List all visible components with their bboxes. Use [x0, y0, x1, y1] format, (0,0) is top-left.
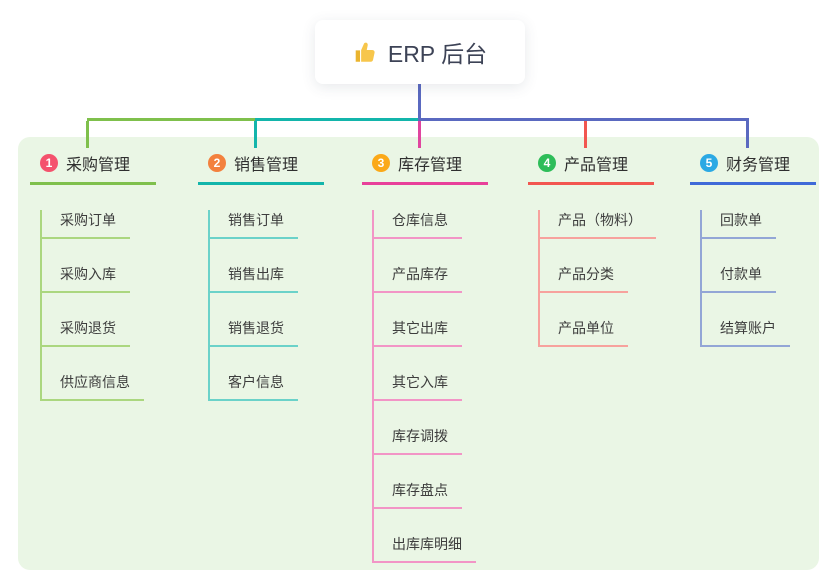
node-stock-transfer[interactable]: 库存调拨	[374, 426, 462, 455]
node-warehouse-info[interactable]: 仓库信息	[374, 210, 462, 239]
badge-4: 4	[538, 154, 556, 172]
branch-title-purchase[interactable]: 1 采购管理	[30, 147, 156, 185]
badge-1: 1	[40, 154, 58, 172]
branch-children-purchase: 采购订单 采购入库 采购退货 供应商信息	[40, 210, 180, 401]
connector-bus-right	[418, 118, 749, 121]
branch-title-finance[interactable]: 5 财务管理	[690, 147, 816, 185]
node-other-inbound[interactable]: 其它入库	[374, 372, 462, 401]
node-product-category[interactable]: 产品分类	[540, 264, 628, 293]
node-purchase-return[interactable]: 采购退货	[42, 318, 130, 347]
node-supplier-info[interactable]: 供应商信息	[42, 372, 144, 401]
connector-drop-sales	[254, 121, 257, 148]
node-purchase-inbound[interactable]: 采购入库	[42, 264, 130, 293]
branches-panel	[18, 137, 819, 570]
branch-finance: 5 财务管理 回款单 付款单 结算账户	[690, 147, 839, 347]
root-title: ERP 后台	[387, 41, 488, 67]
node-other-outbound[interactable]: 其它出库	[374, 318, 462, 347]
branch-product: 4 产品管理 产品（物料） 产品分类 产品单位	[528, 147, 678, 347]
node-product-material[interactable]: 产品（物料）	[540, 210, 656, 239]
branch-children-inventory: 仓库信息 产品库存 其它出库 其它入库 库存调拨 库存盘点 出库库明细	[372, 210, 512, 563]
branch-title-product[interactable]: 4 产品管理	[528, 147, 654, 185]
node-product-stock[interactable]: 产品库存	[374, 264, 462, 293]
branch-title-inventory[interactable]: 3 库存管理	[362, 147, 488, 185]
branch-sales: 2 销售管理 销售订单 销售出库 销售退货 客户信息	[198, 147, 348, 401]
connector-root-stem	[418, 84, 421, 118]
node-product-unit[interactable]: 产品单位	[540, 318, 628, 347]
connector-drop-purchase	[86, 121, 89, 148]
badge-2: 2	[208, 154, 226, 172]
node-stock-count[interactable]: 库存盘点	[374, 480, 462, 509]
connector-drop-product	[584, 121, 587, 148]
branch-label: 采购管理	[66, 157, 131, 174]
node-outbound-detail[interactable]: 出库库明细	[374, 534, 476, 563]
node-receipt-bill[interactable]: 回款单	[702, 210, 776, 239]
branch-title-sales[interactable]: 2 销售管理	[198, 147, 324, 185]
node-payment-bill[interactable]: 付款单	[702, 264, 776, 293]
node-sales-outbound[interactable]: 销售出库	[210, 264, 298, 293]
connector-bus-mid	[255, 118, 418, 121]
branch-children-product: 产品（物料） 产品分类 产品单位	[538, 210, 678, 347]
badge-3: 3	[372, 154, 390, 172]
branch-label: 产品管理	[564, 157, 629, 174]
branch-label: 库存管理	[398, 157, 463, 174]
branch-children-sales: 销售订单 销售出库 销售退货 客户信息	[208, 210, 348, 401]
node-sales-order[interactable]: 销售订单	[210, 210, 298, 239]
mindmap-root-node[interactable]: ERP 后台	[315, 20, 525, 84]
branch-children-finance: 回款单 付款单 结算账户	[700, 210, 839, 347]
connector-bus-left	[87, 118, 255, 121]
branch-label: 销售管理	[234, 157, 299, 174]
connector-drop-inventory	[418, 121, 421, 148]
node-purchase-order[interactable]: 采购订单	[42, 210, 130, 239]
node-sales-return[interactable]: 销售退货	[210, 318, 298, 347]
connector-drop-finance	[746, 121, 749, 148]
node-customer-info[interactable]: 客户信息	[210, 372, 298, 401]
thumbs-up-icon	[355, 42, 375, 62]
branch-purchase: 1 采购管理 采购订单 采购入库 采购退货 供应商信息	[30, 147, 180, 401]
node-settlement-account[interactable]: 结算账户	[702, 318, 790, 347]
branch-inventory: 3 库存管理 仓库信息 产品库存 其它出库 其它入库 库存调拨 库存盘点 出库库…	[362, 147, 512, 563]
branch-label: 财务管理	[726, 157, 791, 174]
badge-5: 5	[700, 154, 718, 172]
